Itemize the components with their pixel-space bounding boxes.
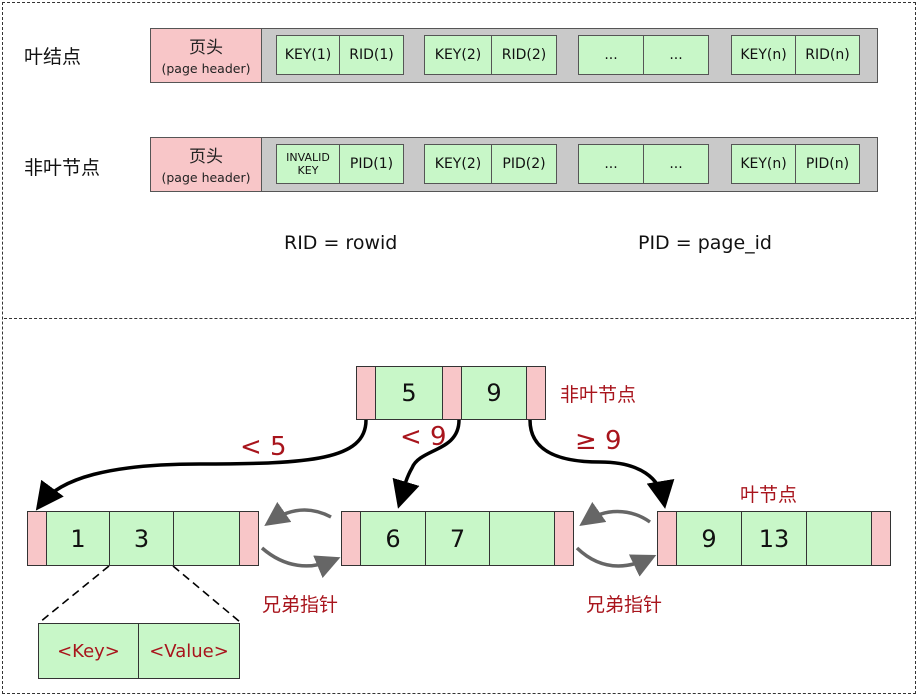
kv-expand-line-left: [39, 565, 110, 623]
root-node-label: 非叶节点: [560, 384, 637, 406]
leaf-cell-ellipsis-1: ...: [578, 35, 644, 75]
leaf-node-label: 叶节点: [740, 484, 798, 506]
leaf2-key-7: 7: [425, 511, 490, 566]
leaf-cell-key-n: KEY(n): [731, 35, 796, 75]
leaf-cell-key-2: KEY(2): [424, 35, 492, 75]
root-pointer-1: [442, 366, 462, 420]
root-pointer-0: [356, 366, 376, 420]
leaf-cell-ellipsis-2: ...: [643, 35, 709, 75]
leaf-cell-rid-1: RID(1): [339, 35, 404, 75]
leaf3-empty-slot: [806, 511, 872, 566]
leaf1-empty-slot: [173, 511, 240, 566]
leaf1-right-pointer: [239, 511, 259, 566]
edge-ge9: [528, 419, 675, 509]
leaf-node-row-label: 叶结点: [24, 46, 82, 68]
leaf-cell-key-1: KEY(1): [276, 35, 340, 75]
root-key-9: 9: [461, 366, 527, 420]
edge-lt5: [35, 419, 368, 511]
kv-expand-line-right: [172, 565, 241, 623]
pid-definition: PID = page_id: [638, 232, 772, 254]
kv-value-cell: <Value>: [138, 623, 240, 679]
sibling-pointer-label-2: 兄弟指针: [586, 594, 663, 616]
page-header-subtitle: (page header): [161, 61, 251, 76]
nonleaf-cell-ellipsis-1: ...: [578, 144, 644, 184]
leaf2-key-6: 6: [360, 511, 426, 566]
nonleaf-cell-ellipsis-2: ...: [643, 144, 709, 184]
leaf-cell-rid-2: RID(2): [491, 35, 557, 75]
leaf2-right-pointer: [554, 511, 574, 566]
leaf2-empty-slot: [489, 511, 555, 566]
root-key-5: 5: [375, 366, 443, 420]
nonleaf-cell-key-2: KEY(2): [424, 144, 492, 184]
edge-label-ge9: ≥ 9: [575, 426, 622, 456]
leaf3-key-13: 13: [741, 511, 807, 566]
nonleaf-cell-invalid-key: INVALID KEY: [276, 144, 340, 184]
sibling-arrow-2-to-1: [264, 501, 332, 527]
leaf3-right-pointer: [871, 511, 891, 566]
leaf1-key-1: 1: [46, 511, 110, 566]
nonleaf-node-row-label: 非叶节点: [24, 157, 101, 179]
page-header-title: 页头: [189, 38, 223, 58]
sibling-arrow-3-to-2: [579, 501, 652, 527]
rid-definition: RID = rowid: [284, 232, 398, 254]
nonleaf-cell-pid-1: PID(1): [339, 144, 404, 184]
sibling-arrow-2-to-3: [575, 546, 657, 577]
leaf-cell-rid-n: RID(n): [795, 35, 860, 75]
sibling-pointer-label-1: 兄弟指针: [262, 594, 339, 616]
leaf-page-header: 页头 (page header): [150, 28, 262, 83]
leaf2-left-pointer: [341, 511, 361, 566]
page-header-subtitle: (page header): [161, 170, 251, 185]
kv-key-cell: <Key>: [38, 623, 139, 679]
nonleaf-cell-key-n: KEY(n): [731, 144, 796, 184]
edge-lt9: [392, 419, 461, 509]
nonleaf-page-header: 页头 (page header): [150, 137, 262, 192]
edge-label-lt5: < 5: [240, 432, 287, 462]
root-pointer-2: [526, 366, 546, 420]
page-header-title: 页头: [189, 147, 223, 167]
sibling-arrow-1-to-2: [260, 546, 341, 579]
edge-label-lt9: < 9: [400, 422, 447, 452]
leaf1-left-pointer: [27, 511, 47, 566]
leaf3-key-9: 9: [676, 511, 742, 566]
leaf3-left-pointer: [657, 511, 677, 566]
nonleaf-cell-pid-n: PID(n): [795, 144, 860, 184]
nonleaf-cell-pid-2: PID(2): [491, 144, 557, 184]
section-divider: [4, 318, 914, 319]
leaf1-key-3: 3: [109, 511, 174, 566]
